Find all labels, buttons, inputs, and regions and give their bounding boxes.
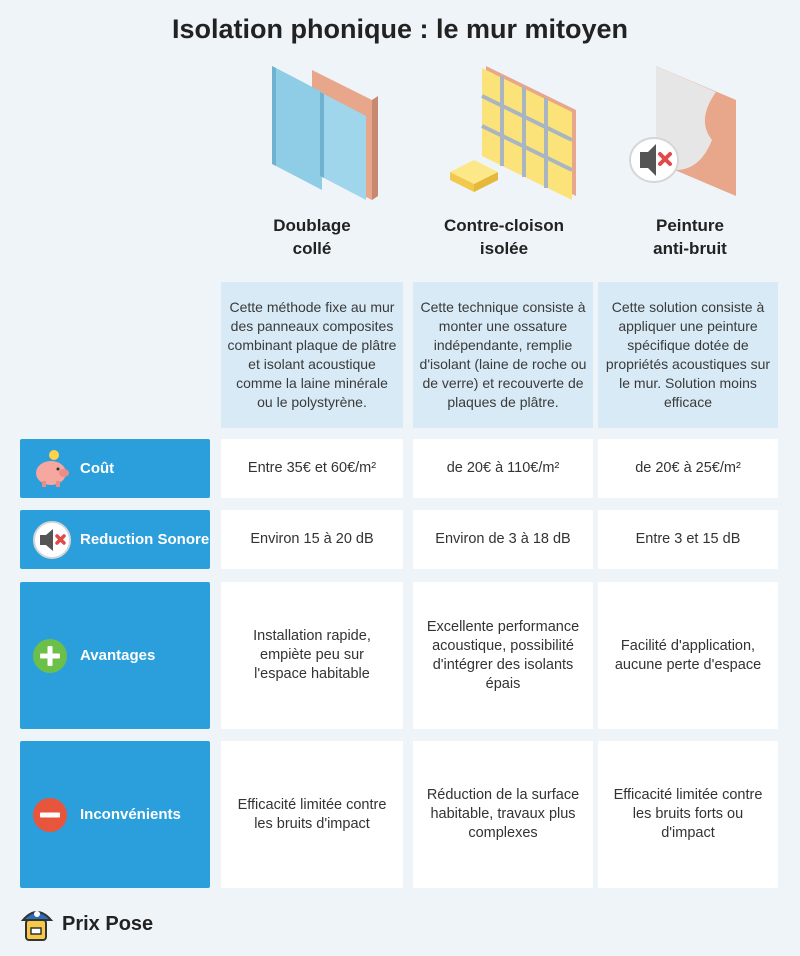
description-peinture: Cette solution consiste à appliquer une … (598, 282, 778, 428)
brand-logo: Prix Pose (20, 906, 153, 942)
column-heading-contre-cloison: Contre-cloison isolée (444, 216, 564, 258)
cell-reduction-doublage: Environ 15 à 20 dB (221, 510, 403, 569)
cell-cout-doublage: Entre 35€ et 60€/m² (221, 439, 403, 498)
description-doublage: Cette méthode fixe au mur des panneaux c… (221, 282, 403, 428)
cell-inconvenients-contre-cloison: Réduction de la surface habitable, trava… (413, 741, 593, 888)
row-label-text: Inconvénients (80, 806, 181, 823)
muted-speaker-icon (629, 137, 679, 183)
cell-avantages-contre-cloison: Excellente performance acoustique, possi… (413, 582, 593, 729)
cell-inconvenients-doublage: Efficacité limitée contre les bruits d'i… (221, 741, 403, 888)
row-label-cout: Coût (20, 439, 210, 498)
cell-reduction-contre-cloison: Environ de 3 à 18 dB (413, 510, 593, 569)
row-label-text: Reduction Sonore (80, 531, 210, 548)
worker-mascot-icon (20, 911, 54, 941)
cell-cout-peinture: de 20€ à 25€/m² (598, 439, 778, 498)
row-label-avantages: Avantages (20, 582, 210, 729)
cell-avantages-doublage: Installation rapide, empiète peu sur l'e… (221, 582, 403, 729)
cell-inconvenients-peinture: Efficacité limitée contre les bruits for… (598, 741, 778, 888)
row-label-inconvenients: Inconvénients (20, 741, 210, 888)
piggy-bank-icon (36, 449, 69, 487)
doublage-wall-illustration (272, 66, 378, 200)
cell-reduction-peinture: Entre 3 et 15 dB (598, 510, 778, 569)
minus-circle-icon (33, 797, 67, 832)
contre-cloison-illustration (450, 66, 576, 200)
column-heading-peinture: Peinture anti-bruit (653, 216, 727, 258)
row-label-reduction-sonore: Reduction Sonore (20, 510, 210, 569)
row-label-text: Coût (80, 460, 115, 477)
cell-avantages-peinture: Facilité d'application, aucune perte d'e… (598, 582, 778, 729)
column-heading-doublage: Doublage collé (273, 216, 351, 258)
muted-speaker-icon (33, 520, 71, 559)
page-title: Isolation phonique : le mur mitoyen (171, 14, 629, 44)
brand-name: Prix Pose (62, 912, 154, 935)
description-contre-cloison: Cette technique consiste à monter une os… (413, 282, 593, 428)
row-label-text: Avantages (80, 647, 156, 664)
plus-circle-icon (33, 638, 67, 673)
cell-cout-contre-cloison: de 20€ à 110€/m² (413, 439, 593, 498)
peinture-wall-illustration (629, 66, 736, 196)
